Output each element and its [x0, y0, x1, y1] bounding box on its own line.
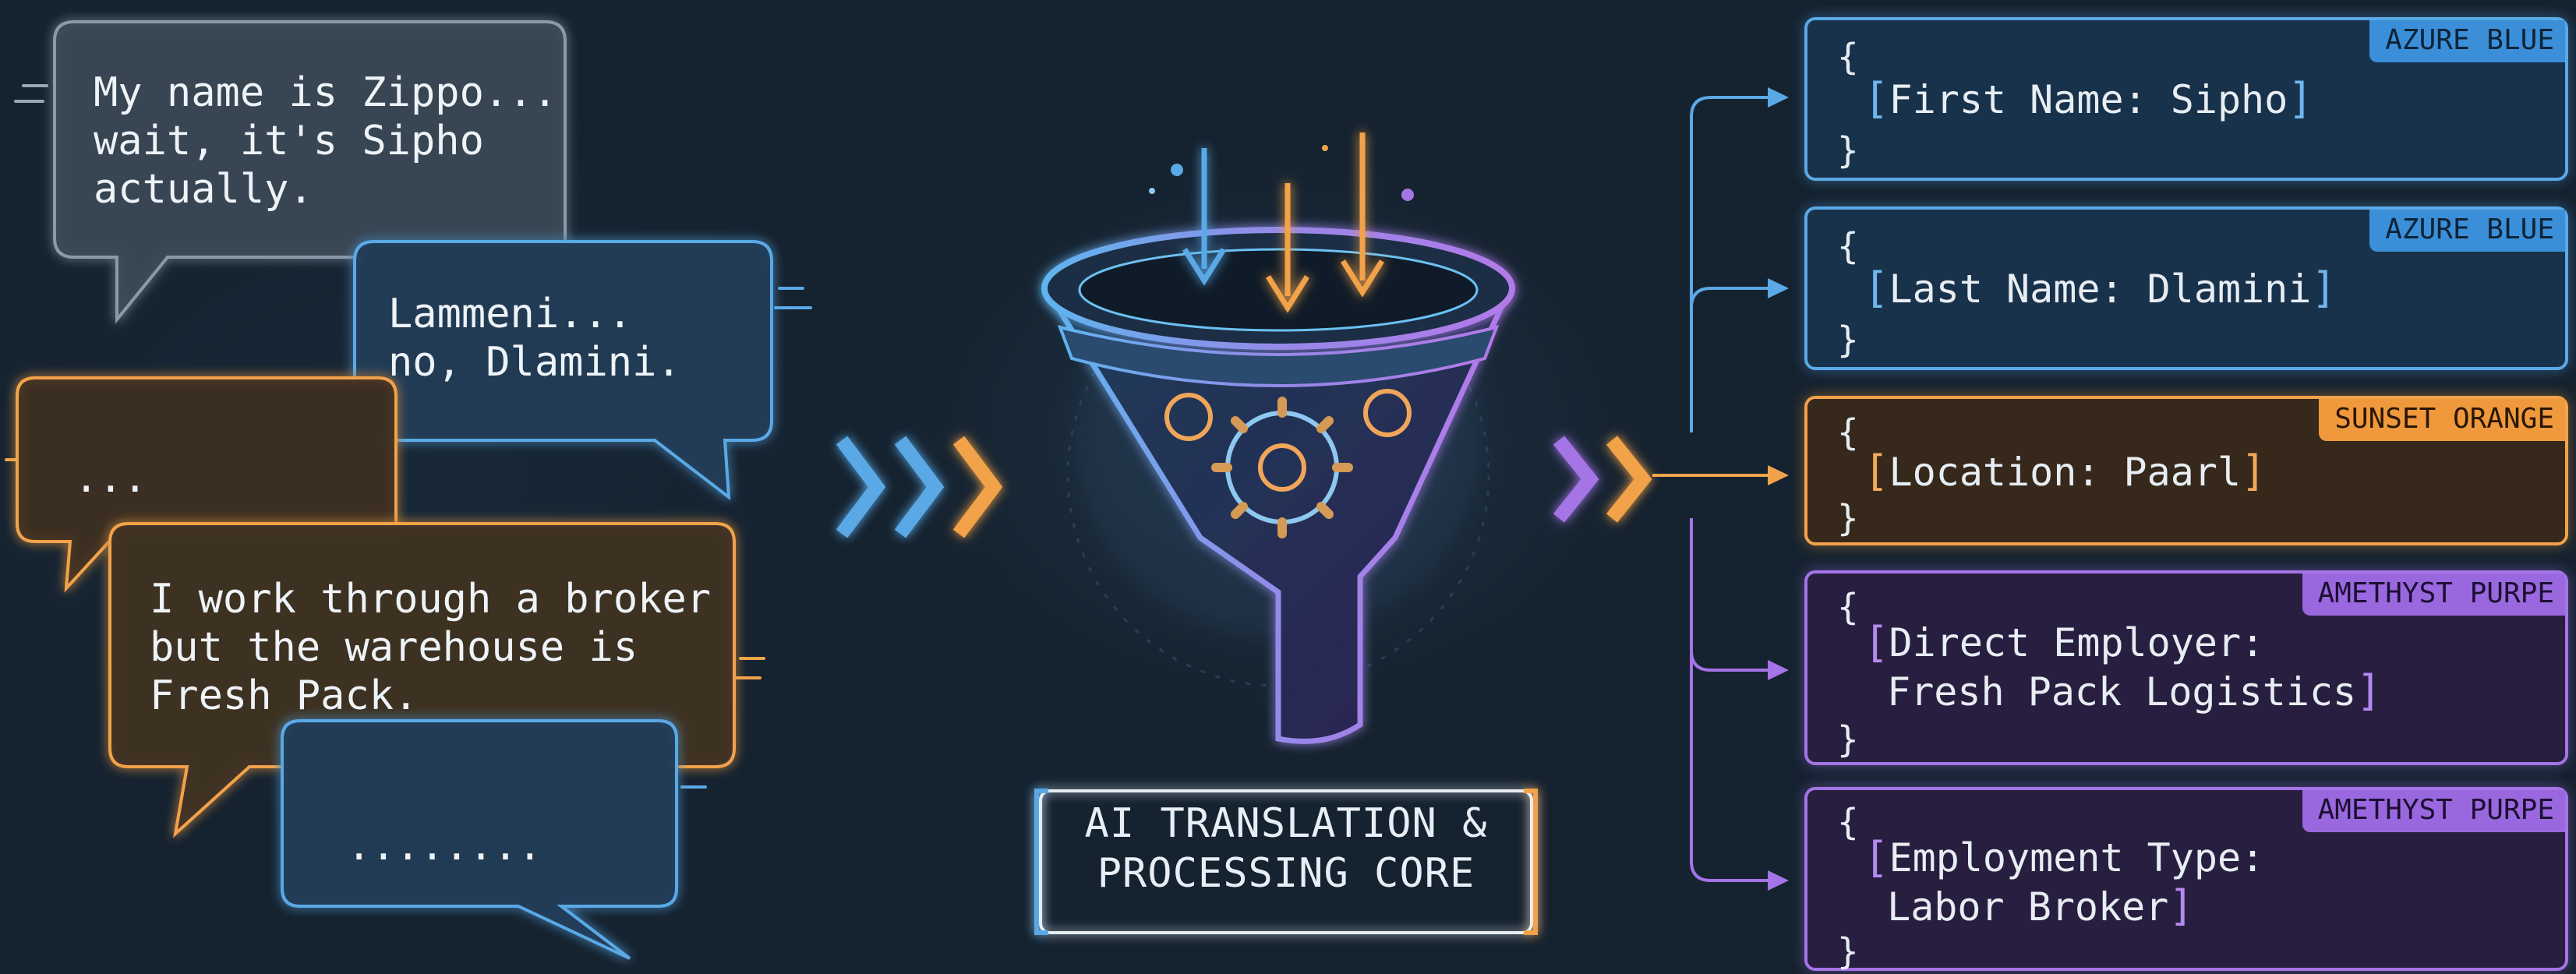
- card-color-tag: SUNSET ORANGE: [2319, 399, 2565, 441]
- bubble-2-text: Lammeni... no, Dlamini.: [388, 291, 681, 386]
- speech-bubble-2: [353, 240, 773, 501]
- card-close-brace: }: [1837, 497, 1859, 539]
- bubble-3-text: ...: [74, 455, 147, 502]
- card-color-tag: AMETHYST PURPE: [2302, 790, 2565, 832]
- speech-bubble-5: [281, 719, 678, 960]
- core-label: AI TRANSLATION & PROCESSING CORE: [1084, 800, 1488, 897]
- card-close-brace: }: [1837, 930, 1859, 972]
- card-open-brace: {: [1837, 411, 1859, 453]
- card-open-brace: {: [1837, 586, 1859, 628]
- card-close-brace: }: [1837, 319, 1859, 361]
- card-color-tag: AZURE BLUE: [2369, 210, 2565, 252]
- connector-lines: [1652, 96, 1769, 882]
- core-label-frame: [1034, 789, 1538, 935]
- card-field: [First Name: Sipho]: [1864, 74, 2313, 123]
- chevron-arrows-left: [836, 436, 1003, 538]
- card-open-brace: {: [1837, 36, 1859, 78]
- output-card-employment-type: AMETHYST PURPE { [Employment Type: Labor…: [1804, 787, 2568, 971]
- card-field: [Last Name: Dlamini]: [1864, 263, 2337, 312]
- card-open-brace: {: [1837, 225, 1859, 267]
- card-close-brace: }: [1837, 718, 1859, 760]
- card-field: [Direct Employer: Fresh Pack Logistics]: [1864, 618, 2382, 715]
- card-field-text: First Name: Sipho: [1889, 77, 2288, 122]
- bubble-1-text: My name is Zippo... wait, it's Sipho act…: [94, 69, 557, 213]
- card-close-brace: }: [1837, 129, 1859, 171]
- connector-arrowheads: [1768, 87, 1789, 891]
- card-field: [Employment Type: Labor Broker]: [1864, 833, 2265, 930]
- bubble-5-text: ........: [347, 823, 542, 870]
- chevron-arrows-right: [1553, 436, 1652, 523]
- card-field: [Location: Paarl]: [1864, 446, 2267, 496]
- output-card-first-name: AZURE BLUE { [First Name: Sipho] }: [1804, 17, 2568, 181]
- card-field-text: Employment Type: Labor Broker: [1887, 835, 2265, 930]
- card-color-tag: AZURE BLUE: [2369, 20, 2565, 62]
- output-card-last-name: AZURE BLUE { [Last Name: Dlamini] }: [1804, 206, 2568, 370]
- bubble-4-text: I work through a broker but the warehous…: [150, 576, 712, 719]
- output-card-location: SUNSET ORANGE { [Location: Paarl] }: [1804, 396, 2568, 545]
- card-open-brace: {: [1837, 801, 1859, 843]
- card-color-tag: AMETHYST PURPE: [2302, 573, 2565, 616]
- output-card-direct-employer: AMETHYST PURPE { [Direct Employer: Fresh…: [1804, 570, 2568, 765]
- card-field-text: Location: Paarl: [1889, 450, 2242, 495]
- card-field-text: Direct Employer: Fresh Pack Logistics: [1887, 620, 2357, 715]
- ai-funnel-icon: [1041, 132, 1515, 744]
- card-field-text: Last Name: Dlamini: [1889, 266, 2312, 312]
- glitch-lines: [5, 84, 812, 789]
